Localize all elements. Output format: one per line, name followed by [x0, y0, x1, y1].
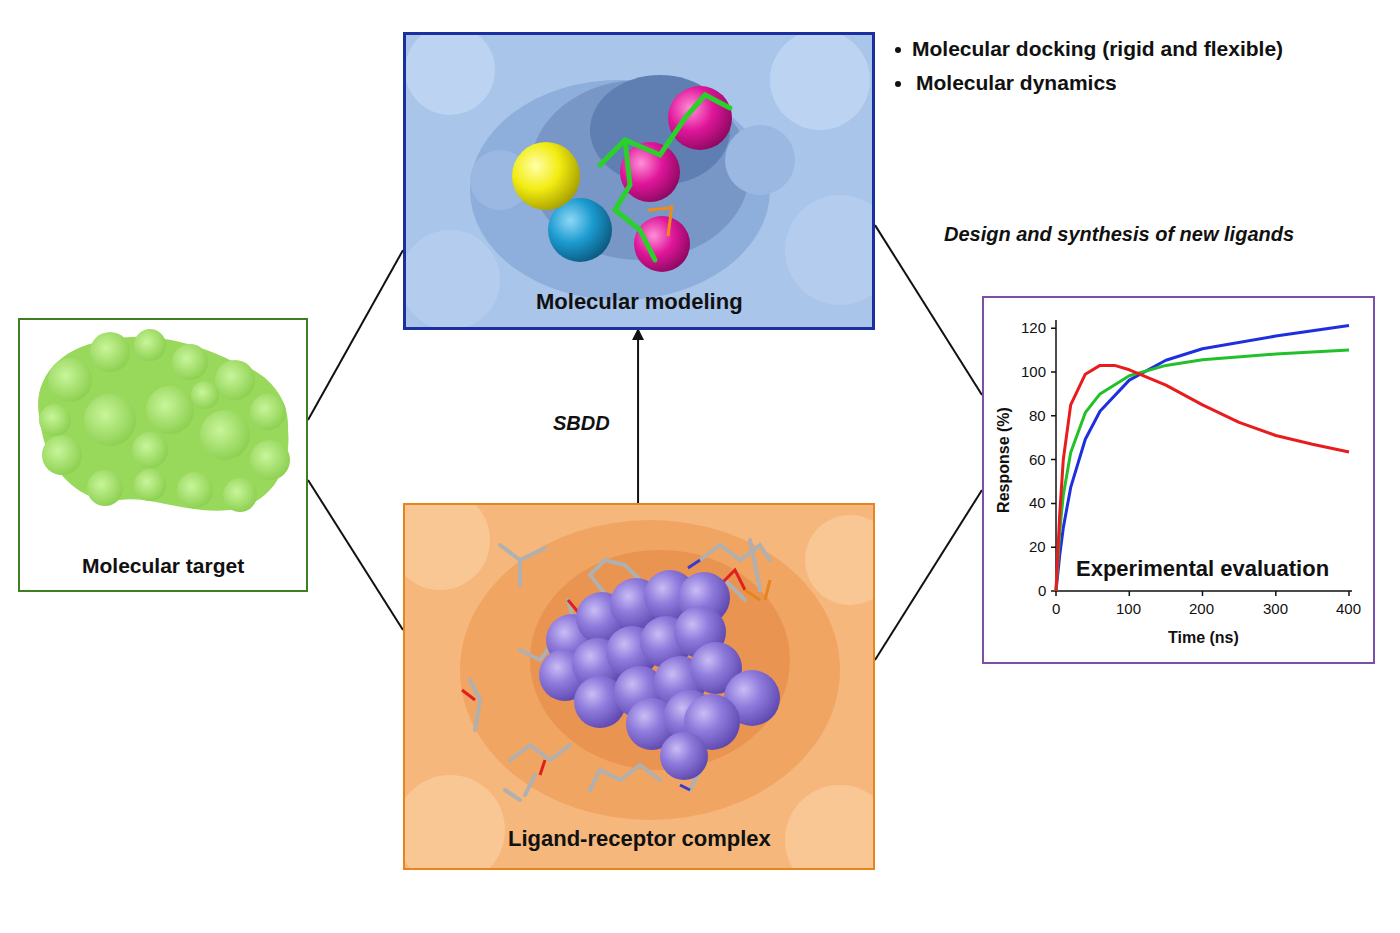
connector-line [308, 480, 403, 630]
tick-label: 0 [1038, 582, 1046, 599]
pharmacophore [512, 86, 732, 272]
binding-site [404, 504, 874, 869]
tick-label: 20 [1029, 538, 1046, 555]
chart-ground [983, 297, 1374, 663]
connector-line [875, 225, 982, 395]
complex-box: Ligand-receptor complex [403, 503, 875, 870]
evaluation-box: Experimental evaluation [982, 296, 1375, 664]
tick-label: 100 [1116, 600, 1141, 617]
tick-label: 100 [1021, 363, 1046, 380]
protein-surface [38, 329, 290, 512]
tick-label: 300 [1263, 600, 1288, 617]
tick-label: 40 [1029, 494, 1046, 511]
method-label: Molecular dynamics [916, 71, 1117, 95]
axis-title: Time (ns) [1168, 629, 1239, 647]
node-title: Ligand-receptor complex [508, 826, 771, 852]
node-title: Experimental evaluation [1076, 556, 1329, 582]
step-note: Design and synthesis of new ligands [944, 223, 1294, 246]
response-curves [1056, 326, 1349, 592]
target-box: Molecular target [18, 318, 308, 592]
chart-axes [1051, 320, 1352, 596]
edge-label: SBDD [553, 412, 610, 435]
tick-label: 80 [1029, 407, 1046, 424]
node-title: Molecular target [82, 554, 244, 578]
tick-label: 120 [1021, 319, 1046, 336]
ligand-spheres [539, 570, 780, 780]
node-title: Molecular modeling [536, 289, 743, 315]
tick-label: 60 [1029, 451, 1046, 468]
pocket-surface [404, 33, 874, 329]
connector-line [875, 490, 982, 660]
method-label: Molecular docking (rigid and flexible) [912, 37, 1283, 61]
bullet-dot [895, 47, 901, 87]
modeling-box: Molecular modeling [403, 32, 875, 330]
axis-title: Response (%) [995, 407, 1013, 513]
tick-label: 400 [1336, 600, 1361, 617]
tick-label: 0 [1052, 600, 1060, 617]
connector-line [308, 250, 403, 420]
connector-arrow [637, 330, 639, 503]
tick-label: 200 [1189, 600, 1214, 617]
